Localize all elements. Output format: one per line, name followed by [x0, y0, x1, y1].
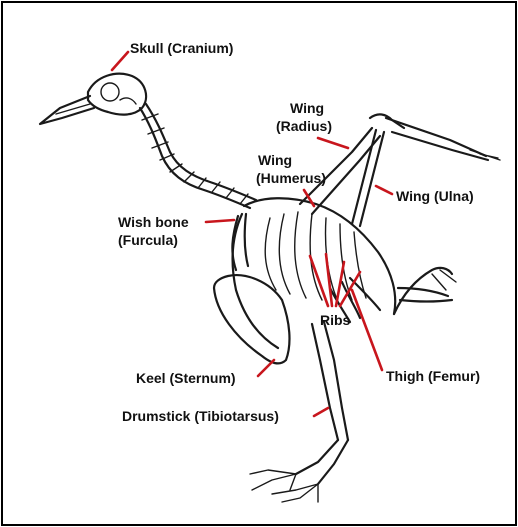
wing-ulna-label: Wing (Ulna)	[396, 188, 474, 204]
tibiotarsus-bone	[296, 322, 348, 484]
wing-humerus-label-line1: Wing	[258, 152, 292, 168]
ribs-label: Ribs	[320, 312, 350, 328]
ribs-pointer-1	[310, 256, 328, 306]
feet-bones	[250, 470, 318, 502]
skull-pointer	[112, 52, 128, 70]
wishbone-pointer	[206, 220, 234, 222]
wing-humerus-label-line2: (Humerus)	[256, 170, 326, 186]
keel-label: Keel (Sternum)	[136, 370, 236, 386]
sternum-bone	[214, 275, 289, 363]
drumstick-pointer	[314, 408, 328, 416]
drumstick-label: Drumstick (Tibiotarsus)	[122, 408, 279, 424]
thigh-pointer	[352, 290, 382, 370]
wing-radius-ulna-bones	[352, 114, 500, 226]
neck-vertebrae	[140, 104, 256, 208]
wishbone-label-line1: Wish bone	[118, 214, 189, 230]
wing-ulna-pointer	[376, 186, 392, 194]
wing-radius-label-line1: Wing	[290, 100, 324, 116]
skull-label: Skull (Cranium)	[130, 40, 233, 56]
skull-bone	[40, 74, 146, 124]
wishbone-label-line2: (Furcula)	[118, 232, 178, 248]
wing-radius-label-line2: (Radius)	[276, 118, 332, 134]
wing-radius-pointer	[318, 138, 348, 148]
thigh-label: Thigh (Femur)	[386, 368, 480, 384]
keel-pointer	[258, 360, 274, 376]
